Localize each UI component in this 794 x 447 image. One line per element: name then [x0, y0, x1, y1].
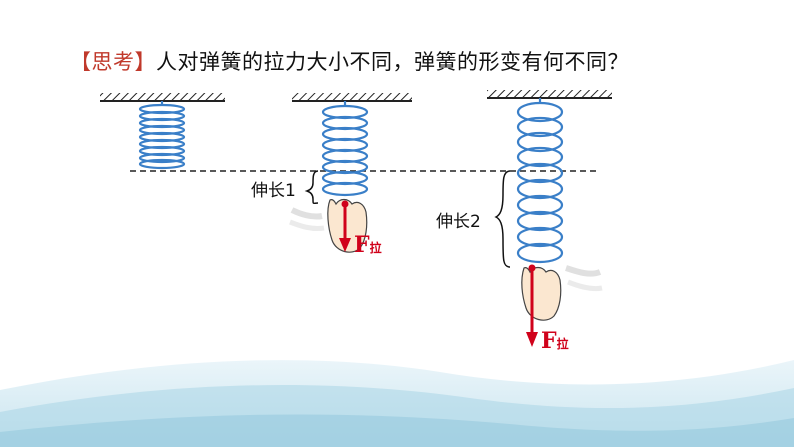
ceiling-3: [487, 90, 612, 99]
question-title: 【思考】人对弹簧的拉力大小不同，弹簧的形变有何不同？: [70, 46, 629, 76]
force-label-1: F拉: [354, 232, 382, 258]
hand-2: [521, 265, 603, 321]
force-arrow-2: [526, 264, 538, 347]
think-tag: 【思考】: [70, 50, 156, 74]
force-subscript: 拉: [369, 241, 382, 255]
spring-stretched-1: [321, 101, 369, 197]
spring-relaxed: [138, 101, 186, 170]
elongation-bracket-1: [304, 170, 319, 205]
bottom-wave-decoration: [0, 360, 794, 447]
force-symbol: F: [354, 232, 370, 258]
force-subscript: 拉: [556, 337, 569, 351]
elongation-2-label: 伸长2: [436, 212, 481, 232]
ceiling-2: [292, 93, 412, 102]
question-text: 人对弹簧的拉力大小不同，弹簧的形变有何不同？: [156, 50, 629, 74]
force-arrow-1: [339, 200, 351, 252]
spring-stretched-2: [516, 98, 564, 264]
ceiling-1: [100, 93, 225, 102]
elongation-1-label: 伸长1: [251, 181, 296, 201]
force-symbol: F: [541, 328, 557, 354]
elongation-bracket-2: [494, 170, 511, 268]
hand-1: [289, 198, 368, 253]
force-label-2: F拉: [541, 328, 569, 354]
